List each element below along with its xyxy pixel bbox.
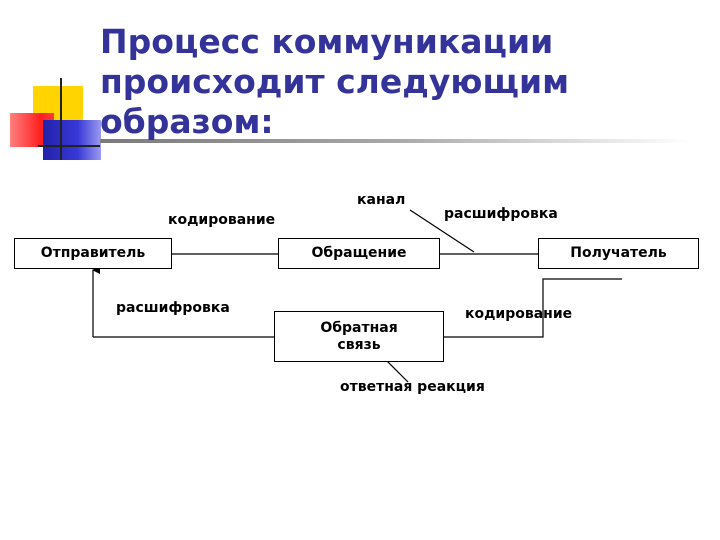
title-underline xyxy=(100,139,690,143)
slide-title: Процесс коммуникации происходит следующи… xyxy=(100,22,700,142)
label-decoding-bottom: расшифровка xyxy=(116,300,230,316)
label-encoding-top: кодирование xyxy=(168,212,276,228)
node-message: Обращение xyxy=(278,238,440,269)
connector-receiver-feedback xyxy=(444,278,622,338)
label-response: ответная реакция xyxy=(340,379,485,395)
label-decoding-top: расшифровка xyxy=(444,206,558,222)
slide-title-line: происходит следующим xyxy=(100,62,570,101)
node-feedback: Обратная связь xyxy=(274,311,444,362)
label-channel: канал xyxy=(357,192,406,208)
decor-blue-square xyxy=(43,120,101,160)
decor-vertical-line xyxy=(60,78,62,160)
decor-horizontal-line xyxy=(38,145,100,147)
label-encoding-bottom: кодирование xyxy=(465,306,573,322)
node-sender: Отправитель xyxy=(14,238,172,269)
channel-pointer xyxy=(409,209,475,253)
slide-title-line: Процесс коммуникации xyxy=(100,22,554,61)
slide-title-line: образом: xyxy=(100,102,274,141)
node-receiver: Получатель xyxy=(538,238,699,269)
